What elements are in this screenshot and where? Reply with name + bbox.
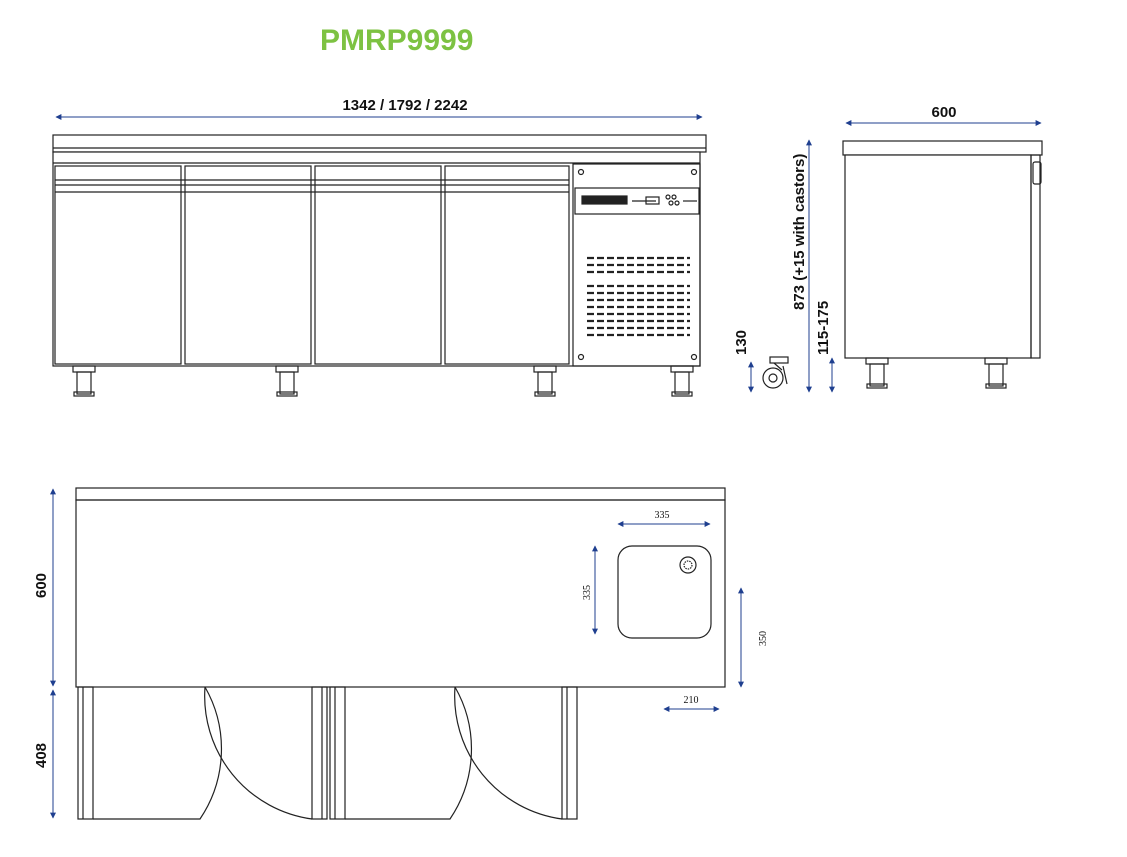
top-worktop bbox=[75, 487, 726, 501]
door-swings bbox=[77, 686, 578, 820]
sink-side-label: 210 bbox=[684, 695, 699, 706]
door-1 bbox=[54, 165, 182, 365]
front-feet bbox=[72, 365, 694, 397]
side-view bbox=[842, 120, 1043, 389]
door-swing-label: 408 bbox=[33, 743, 50, 768]
total-height-label: 873 (+15 with castors) bbox=[791, 154, 808, 310]
display-icon bbox=[645, 196, 660, 205]
sink-width-label: 335 bbox=[655, 510, 670, 521]
sink-offset-label: 350 bbox=[758, 631, 769, 646]
door-handle-icon bbox=[1032, 161, 1042, 185]
castor-height-label: 130 bbox=[733, 330, 750, 355]
sink-depth-label: 335 bbox=[582, 585, 593, 600]
front-width-label: 1342 / 1792 / 2242 bbox=[342, 97, 467, 114]
control-panel bbox=[574, 187, 700, 215]
side-depth-label: 600 bbox=[931, 104, 956, 121]
castor-wheel-icon bbox=[762, 367, 784, 389]
sink-basin bbox=[617, 545, 712, 639]
doors bbox=[54, 165, 570, 365]
door-3 bbox=[314, 165, 442, 365]
side-worktop bbox=[842, 140, 1043, 156]
front-view bbox=[52, 114, 707, 397]
door-2 bbox=[184, 165, 312, 365]
buttons-icon bbox=[665, 194, 680, 206]
front-worktop bbox=[52, 134, 707, 153]
top-body bbox=[75, 499, 726, 688]
top-view bbox=[50, 487, 744, 820]
vent-grille bbox=[587, 256, 690, 337]
castor-detail bbox=[748, 139, 835, 393]
brand-logo-icon bbox=[581, 195, 628, 205]
side-body bbox=[844, 154, 1032, 359]
sink-drain-icon bbox=[679, 556, 697, 574]
door-4 bbox=[444, 165, 570, 365]
machine-compartment bbox=[572, 163, 701, 367]
model-title: PMRP9999 bbox=[320, 24, 474, 57]
top-depth-label: 600 bbox=[33, 573, 50, 598]
feet-height-label: 115-175 bbox=[815, 301, 832, 355]
